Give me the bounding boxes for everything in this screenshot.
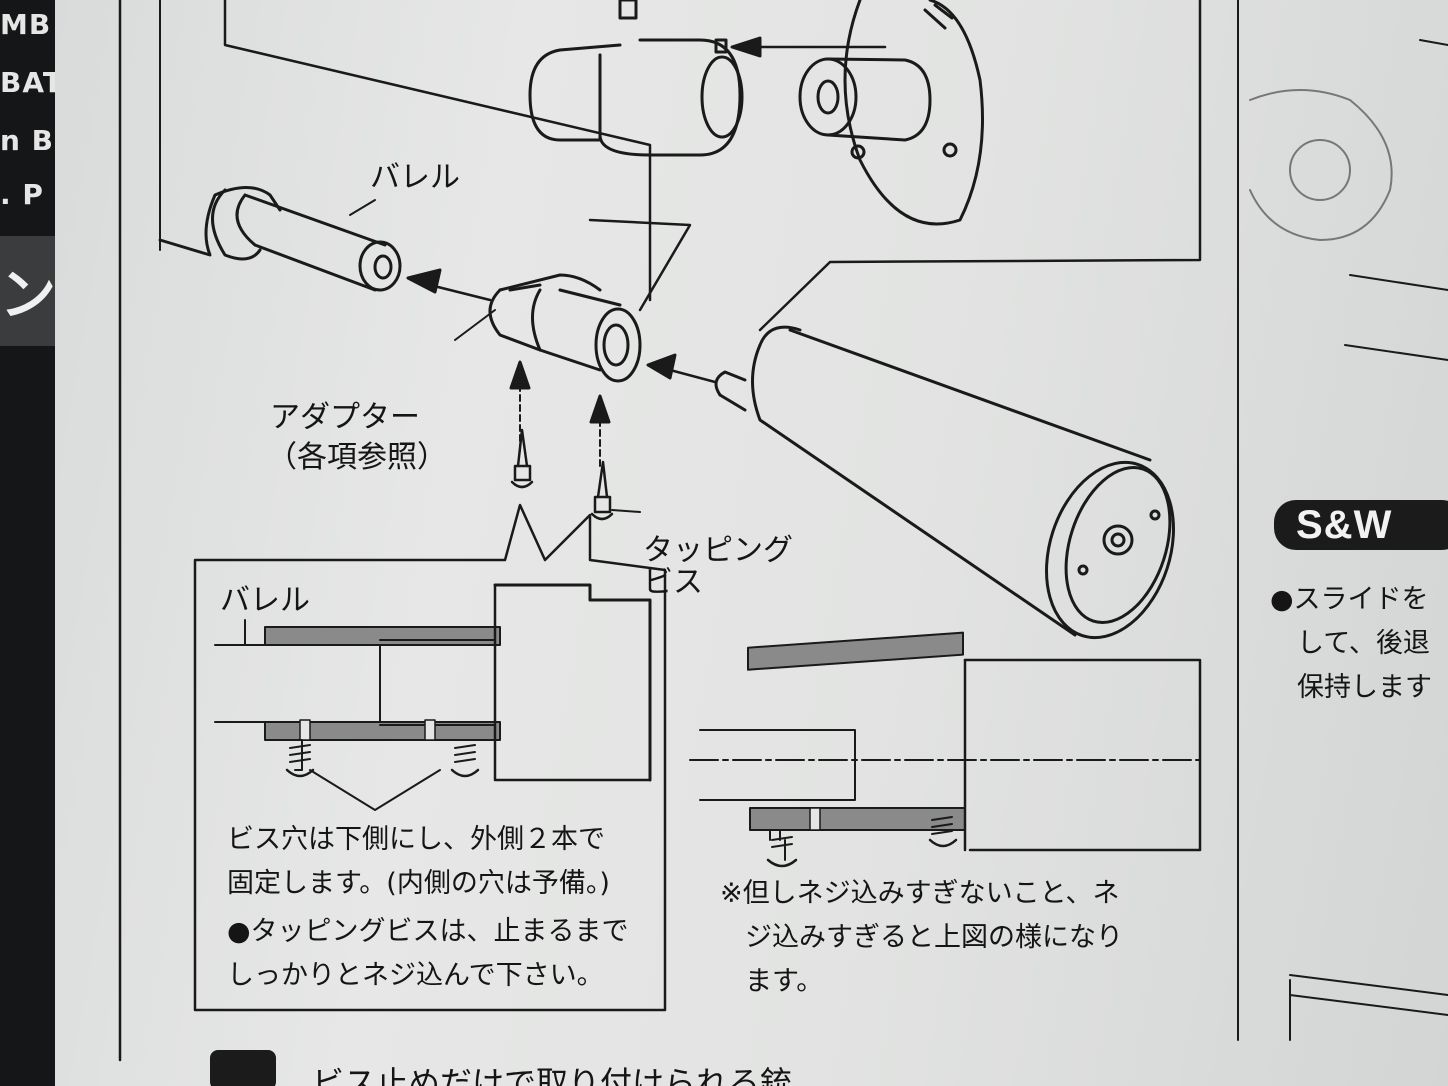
section-number-box: [210, 1050, 276, 1086]
edge-fragment: ン: [0, 263, 57, 328]
bottom-section-heading: ビス止めだけで取り付けられる銃: [210, 1050, 792, 1086]
tapping-screw: [510, 428, 534, 489]
adapter-drawing: [454, 273, 642, 383]
caution-line: ※但しネジ込みすぎないこと、ネ: [720, 878, 1120, 909]
right-cross-section: [689, 631, 1202, 868]
top-detail-drawing: [528, 0, 984, 226]
caution-line: ジ込みすぎると上図の様になり: [745, 922, 1123, 953]
silencer-drawing: [714, 325, 1175, 640]
adapter-reference-label: （各項参照）: [267, 440, 447, 475]
edge-fragment: MB: [0, 8, 52, 41]
bottom-caption: ビス止めだけで取り付けられる銃: [312, 1064, 793, 1086]
right-column-line: して、後退: [1297, 628, 1430, 659]
sw-section-badge: S&W: [1274, 500, 1448, 550]
tapping-screw: [590, 460, 614, 521]
assembly-diagram: [118, 0, 1448, 1062]
instruction-line: ビス穴は下側にし、外側２本で: [227, 824, 605, 855]
barrel-drawing: [158, 186, 402, 292]
instruction-sheet: バレル アダプター （各項参照） タッピング ビス バレル ビス穴は下側にし、外…: [55, 0, 1448, 1086]
edge-fragment: n B: [0, 124, 55, 157]
inset-cross-section: [214, 583, 652, 811]
instruction-line: 固定します。(内側の穴は予備。): [227, 868, 610, 899]
tapping-screw-label: タッピング: [643, 533, 793, 568]
edge-fragment: BAT: [0, 66, 63, 99]
edge-fragment: . P: [0, 178, 44, 211]
instruction-line: しっかりとネジ込んで下さい。: [227, 960, 604, 991]
inset-barrel-label: バレル: [220, 583, 310, 618]
right-column-line: ●スライドを: [1270, 584, 1429, 615]
adapter-label: アダプター: [270, 400, 420, 435]
barrel-label: バレル: [370, 160, 460, 195]
right-column-line: 保持します: [1297, 672, 1432, 703]
tapping-screw-label-2: ビス: [643, 565, 703, 600]
instruction-line: ●タッピングビスは、止まるまで: [227, 916, 629, 947]
caution-line: ます。: [745, 966, 824, 997]
